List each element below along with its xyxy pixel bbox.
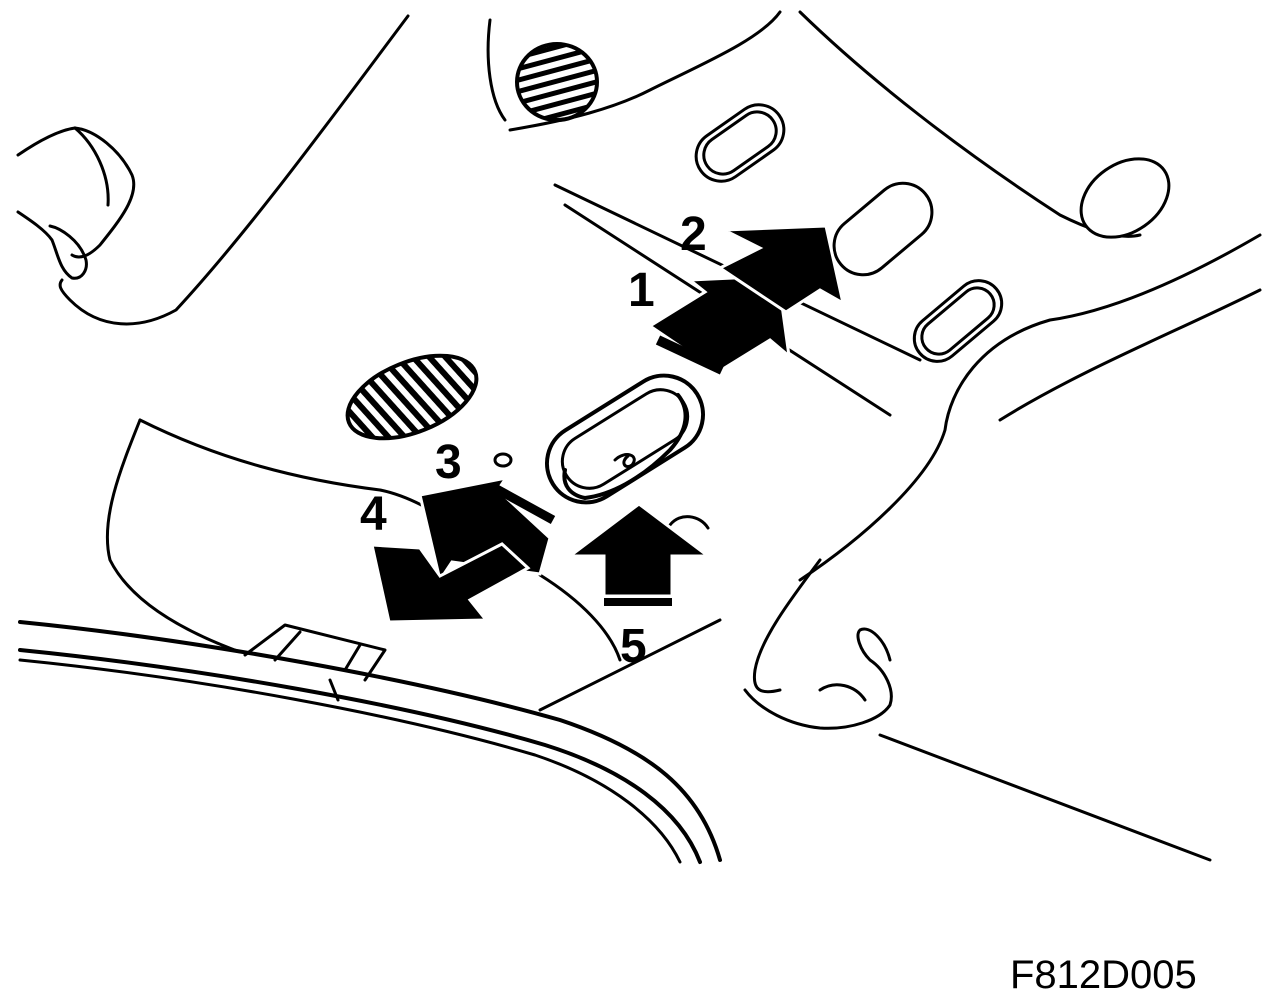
- callout-3: 3: [435, 436, 462, 489]
- callout-5: 5: [620, 620, 647, 673]
- windscreen-frame: [18, 620, 722, 864]
- callout-2: 2: [680, 208, 707, 261]
- arrow-2: [717, 224, 846, 314]
- callout-1: 1: [628, 264, 655, 317]
- left-visor-clip: [16, 126, 136, 280]
- figure-id: F812D005: [1010, 953, 1197, 997]
- headliner-outline: [58, 10, 1262, 862]
- lower-bracket: [243, 623, 387, 682]
- roof-slots: [694, 103, 1004, 363]
- rear-speaker-grille: [515, 42, 599, 122]
- console-speaker-grille: [345, 353, 479, 441]
- arrow-1: [647, 274, 792, 375]
- arrow-3: [418, 475, 556, 584]
- sensor-cover: [1079, 157, 1171, 239]
- arrow-4: [370, 542, 531, 624]
- callout-4: 4: [360, 488, 387, 541]
- right-visor-clip: [743, 627, 893, 730]
- console-handle: [493, 373, 710, 530]
- arrow-5: [565, 502, 713, 606]
